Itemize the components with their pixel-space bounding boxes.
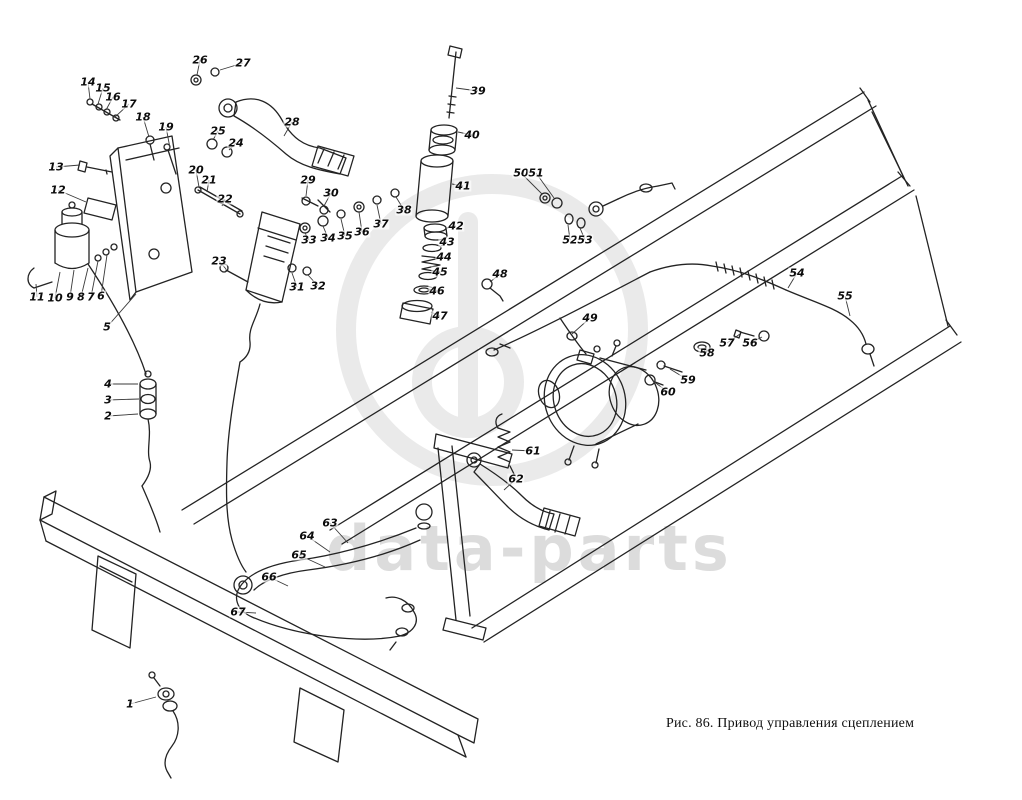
hose-fittings-stack <box>139 370 161 533</box>
part-number-20: 20 <box>187 163 205 177</box>
watermark-text: data-parts <box>326 512 733 585</box>
part-number-8: 8 <box>76 290 86 304</box>
part-number-37: 37 <box>372 217 390 231</box>
part-number-57: 57 <box>718 336 736 350</box>
part-number-14: 14 <box>79 75 97 89</box>
part-number-42: 42 <box>447 219 465 233</box>
hydraulic-pipes-right <box>485 261 875 386</box>
part-number-65: 65 <box>290 548 308 562</box>
part-number-56: 56 <box>741 336 759 350</box>
part-number-31: 31 <box>288 280 306 294</box>
pipes-lower-run <box>225 361 421 651</box>
clutch-booster <box>537 339 660 469</box>
part-number-9: 9 <box>65 290 75 304</box>
part-number-45: 45 <box>431 265 449 279</box>
part-number-36: 36 <box>353 225 371 239</box>
part-number-33: 33 <box>300 233 318 247</box>
part-number-4: 4 <box>103 377 113 391</box>
part-number-1: 1 <box>125 697 135 711</box>
part-number-40: 40 <box>463 128 481 142</box>
part-number-17: 17 <box>120 97 138 111</box>
part-number-50: 50 <box>512 166 530 180</box>
part-number-48: 48 <box>491 267 509 281</box>
part-number-18: 18 <box>134 110 152 124</box>
part-number-2: 2 <box>103 409 113 423</box>
part-number-16: 16 <box>104 90 122 104</box>
part-number-28: 28 <box>283 115 301 129</box>
part-number-21: 21 <box>200 173 218 187</box>
part-number-32: 32 <box>309 279 327 293</box>
master-cylinder <box>239 196 331 363</box>
part-number-44: 44 <box>435 250 453 264</box>
part-number-66: 66 <box>260 570 278 584</box>
part-number-49: 49 <box>581 311 599 325</box>
pedal-bracket <box>77 98 193 301</box>
part-number-25: 25 <box>209 124 227 138</box>
part-number-58: 58 <box>698 346 716 360</box>
part-number-38: 38 <box>395 203 413 217</box>
part-number-61: 61 <box>524 444 542 458</box>
part-number-43: 43 <box>438 235 456 249</box>
part-number-26: 26 <box>191 53 209 67</box>
part-number-46: 46 <box>428 284 446 298</box>
part-number-63: 63 <box>321 516 339 530</box>
part-number-64: 64 <box>298 529 316 543</box>
part-number-35: 35 <box>336 229 354 243</box>
part-number-51: 51 <box>527 166 545 180</box>
part-number-23: 23 <box>210 254 228 268</box>
part-number-15: 15 <box>94 81 112 95</box>
part-number-59: 59 <box>679 373 697 387</box>
part-number-5: 5 <box>102 320 112 334</box>
booster-bracket <box>415 433 513 641</box>
part-number-13: 13 <box>47 160 65 174</box>
front-cross-member <box>39 490 479 763</box>
part-number-54: 54 <box>788 266 806 280</box>
part-number-67: 67 <box>229 605 247 619</box>
part-number-22: 22 <box>216 192 234 206</box>
part-number-52: 52 <box>561 233 579 247</box>
part-number-55: 55 <box>836 289 854 303</box>
part-number-53: 53 <box>576 233 594 247</box>
part-number-47: 47 <box>431 309 449 323</box>
part-number-29: 29 <box>299 173 317 187</box>
part-number-34: 34 <box>319 231 337 245</box>
part-number-19: 19 <box>157 120 175 134</box>
part-number-27: 27 <box>234 56 252 70</box>
figure-caption: Рис. 86. Привод управления сцеплением <box>666 716 915 731</box>
watermark-logo-icon <box>336 174 648 486</box>
part-number-30: 30 <box>322 186 340 200</box>
part-number-60: 60 <box>659 385 677 399</box>
bottom-hose-fitting <box>148 671 179 779</box>
part-number-41: 41 <box>454 179 472 193</box>
part-number-6: 6 <box>96 289 106 303</box>
part-number-24: 24 <box>227 136 245 150</box>
part-number-12: 12 <box>49 183 67 197</box>
part-number-10: 10 <box>46 291 64 305</box>
part-number-62: 62 <box>507 472 525 486</box>
part-number-7: 7 <box>86 290 96 304</box>
part-number-11: 11 <box>28 290 46 304</box>
part-number-39: 39 <box>469 84 487 98</box>
part-number-3: 3 <box>103 393 113 407</box>
